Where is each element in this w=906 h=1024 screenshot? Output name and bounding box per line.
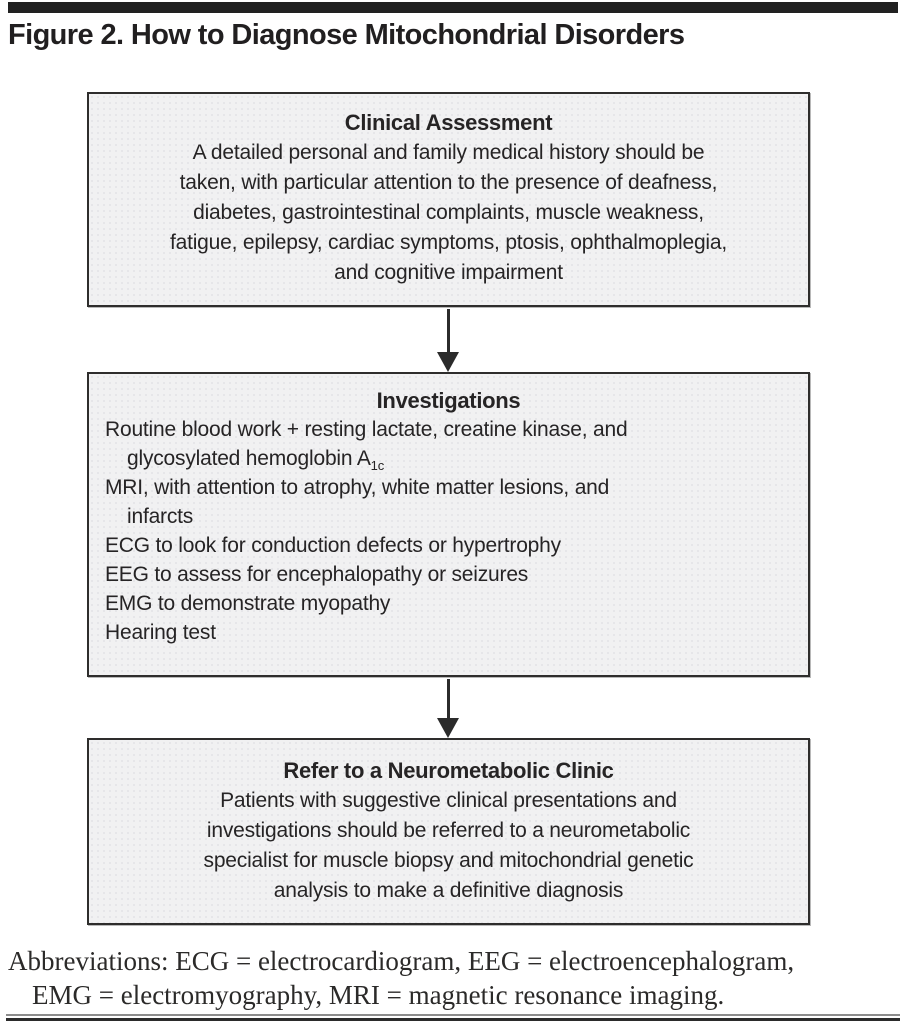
- bottom-rule-upper: [6, 1014, 900, 1016]
- list-item-blood-work: Routine blood work + resting lactate, cr…: [89, 415, 808, 473]
- bottom-rule-lower: [6, 1018, 900, 1021]
- list-item-ecg: ECG to look for conduction defects or hy…: [105, 534, 561, 557]
- top-rule: [8, 2, 898, 13]
- list-item-hearing-test: Hearing test: [105, 621, 216, 644]
- box-body-refer-clinic: Patients with suggestive clinical presen…: [203, 789, 694, 902]
- arrow-head-icon: [437, 718, 459, 738]
- box-heading-investigations: Investigations: [376, 388, 521, 413]
- box-heading-clinical-assessment: Clinical Assessment: [344, 110, 553, 135]
- flow-arrow-down-2: [437, 679, 459, 738]
- arrow-line: [446, 309, 450, 352]
- list-item-mri: MRI, with attention to atrophy, white ma…: [105, 476, 610, 528]
- flow-box-refer-neurometabolic-clinic: Refer to a Neurometabolic Clinic Patient…: [87, 738, 810, 925]
- hemoglobin-subscript: 1c: [370, 458, 385, 474]
- box-body-clinical-assessment: A detailed personal and family medical h…: [169, 141, 728, 284]
- flow-box-investigations: Investigations Routine blood work + rest…: [87, 372, 810, 677]
- investigations-list: Routine blood work + resting lactate, cr…: [89, 415, 808, 647]
- abbreviations-note: Abbreviations: ECG = electrocardiogram, …: [8, 944, 900, 1012]
- abbreviations-line-1: Abbreviations: ECG = electrocardiogram, …: [8, 946, 795, 976]
- arrow-head-icon: [437, 352, 459, 372]
- list-item-eeg: EEG to assess for encephalopathy or seiz…: [105, 563, 529, 586]
- arrow-line: [446, 679, 450, 718]
- list-item-text: Routine blood work + resting lactate, cr…: [105, 418, 628, 470]
- figure-title: Figure 2. How to Diagnose Mitochondrial …: [8, 19, 685, 51]
- flow-arrow-down-1: [437, 309, 459, 372]
- box-heading-refer-clinic: Refer to a Neurometabolic Clinic: [283, 758, 614, 783]
- flow-box-clinical-assessment: Clinical Assessment A detailed personal …: [87, 92, 810, 307]
- abbreviations-line-2: EMG = electromyography, MRI = magnetic r…: [32, 980, 725, 1010]
- list-item-emg: EMG to demonstrate myopathy: [105, 592, 391, 615]
- bottom-rule: [6, 1014, 900, 1021]
